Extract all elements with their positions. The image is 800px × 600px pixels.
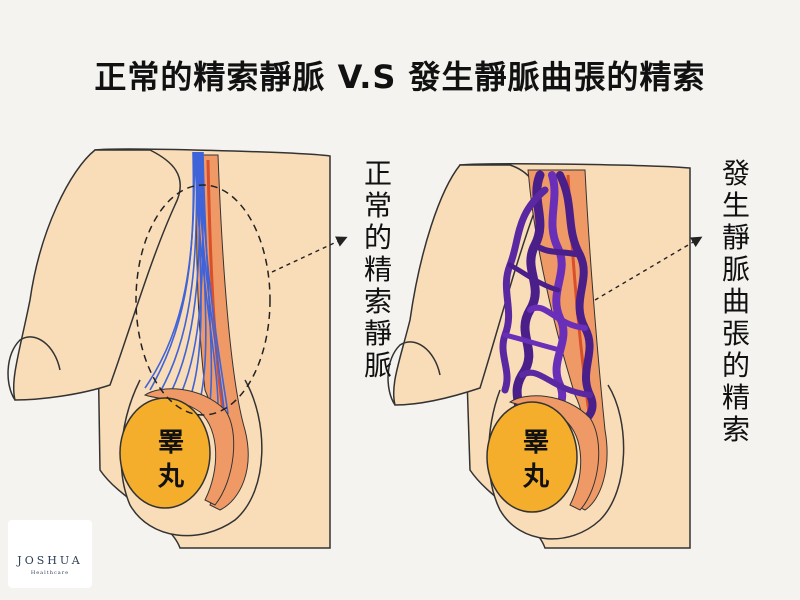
- logo-subtitle: Healthcare: [30, 570, 70, 576]
- left-artery: [206, 159, 228, 431]
- varicocele-label: 發生靜脈曲張的精索: [721, 157, 750, 446]
- left-pointer-arrow: [271, 236, 348, 273]
- right-testis: [486, 401, 578, 513]
- left-normal-veins: [144, 151, 229, 415]
- joshua-logo: JOSHUA Healthcare: [8, 520, 92, 588]
- normal-vein-label: 正常的精索靜脈: [363, 157, 392, 382]
- left-glans: [7, 336, 61, 401]
- right-varicose-veins: [499, 170, 597, 429]
- right-glans: [387, 341, 441, 406]
- left-penis: [12, 149, 181, 401]
- right-testis-label: 睪丸: [522, 428, 549, 492]
- left-testis-label: 睪丸: [157, 428, 184, 492]
- left-highlight-circle: [135, 184, 271, 416]
- left-epididymis: [143, 388, 235, 506]
- varicocele-figure: [387, 163, 703, 549]
- left-testis: [119, 397, 211, 509]
- page-title: 正常的精索靜脈 V.S 發生靜脈曲張的精索: [94, 58, 706, 96]
- normal-figure: [7, 148, 348, 549]
- logo-brand: JOSHUA: [17, 554, 83, 567]
